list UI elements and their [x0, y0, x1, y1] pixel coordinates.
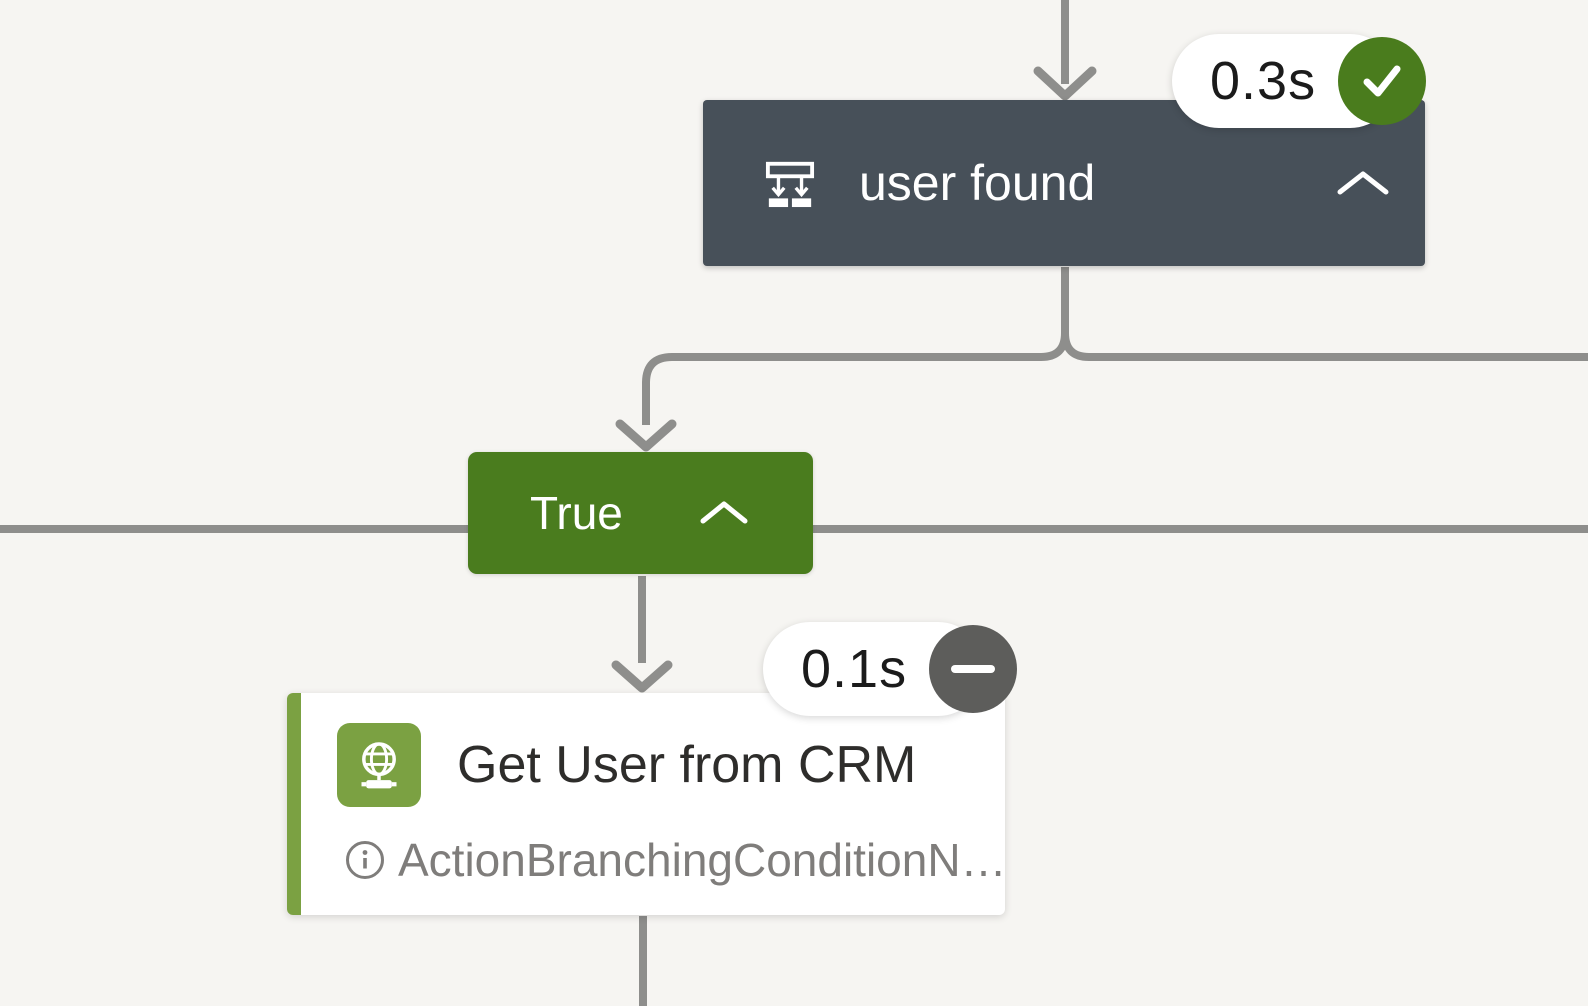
branch-condition-icon [765, 161, 815, 208]
action-duration-badge: 0.1s [763, 622, 1018, 716]
condition-node-label: user found [859, 158, 1096, 208]
chevron-up-icon[interactable] [699, 500, 749, 526]
info-icon [346, 841, 384, 879]
action-card-note: ActionBranchingConditionN… [398, 834, 1007, 886]
condition-duration-badge: 0.3s [1172, 34, 1427, 128]
action-card-title: Get User from CRM [457, 736, 917, 794]
action-card-get-user-from-crm[interactable]: Get User from CRM ActionBranchingConditi… [287, 693, 1007, 915]
arrowhead-into-action [611, 660, 673, 693]
chevron-up-icon[interactable] [1335, 169, 1391, 197]
condition-duration-text: 0.3s [1210, 51, 1317, 111]
true-branch-pill[interactable]: True [468, 452, 813, 574]
true-branch-label: True [530, 487, 623, 539]
edge-condition-to-false [1061, 332, 1588, 361]
arrowhead-into-true [615, 419, 677, 452]
card-accent-bar [287, 693, 301, 915]
check-icon [1338, 37, 1427, 125]
edge-condition-to-true [642, 267, 1069, 425]
globe-connector-icon [337, 723, 421, 807]
arrowhead-into-condition [1033, 66, 1097, 101]
action-duration-text: 0.1s [801, 639, 908, 699]
minus-icon [929, 625, 1018, 713]
